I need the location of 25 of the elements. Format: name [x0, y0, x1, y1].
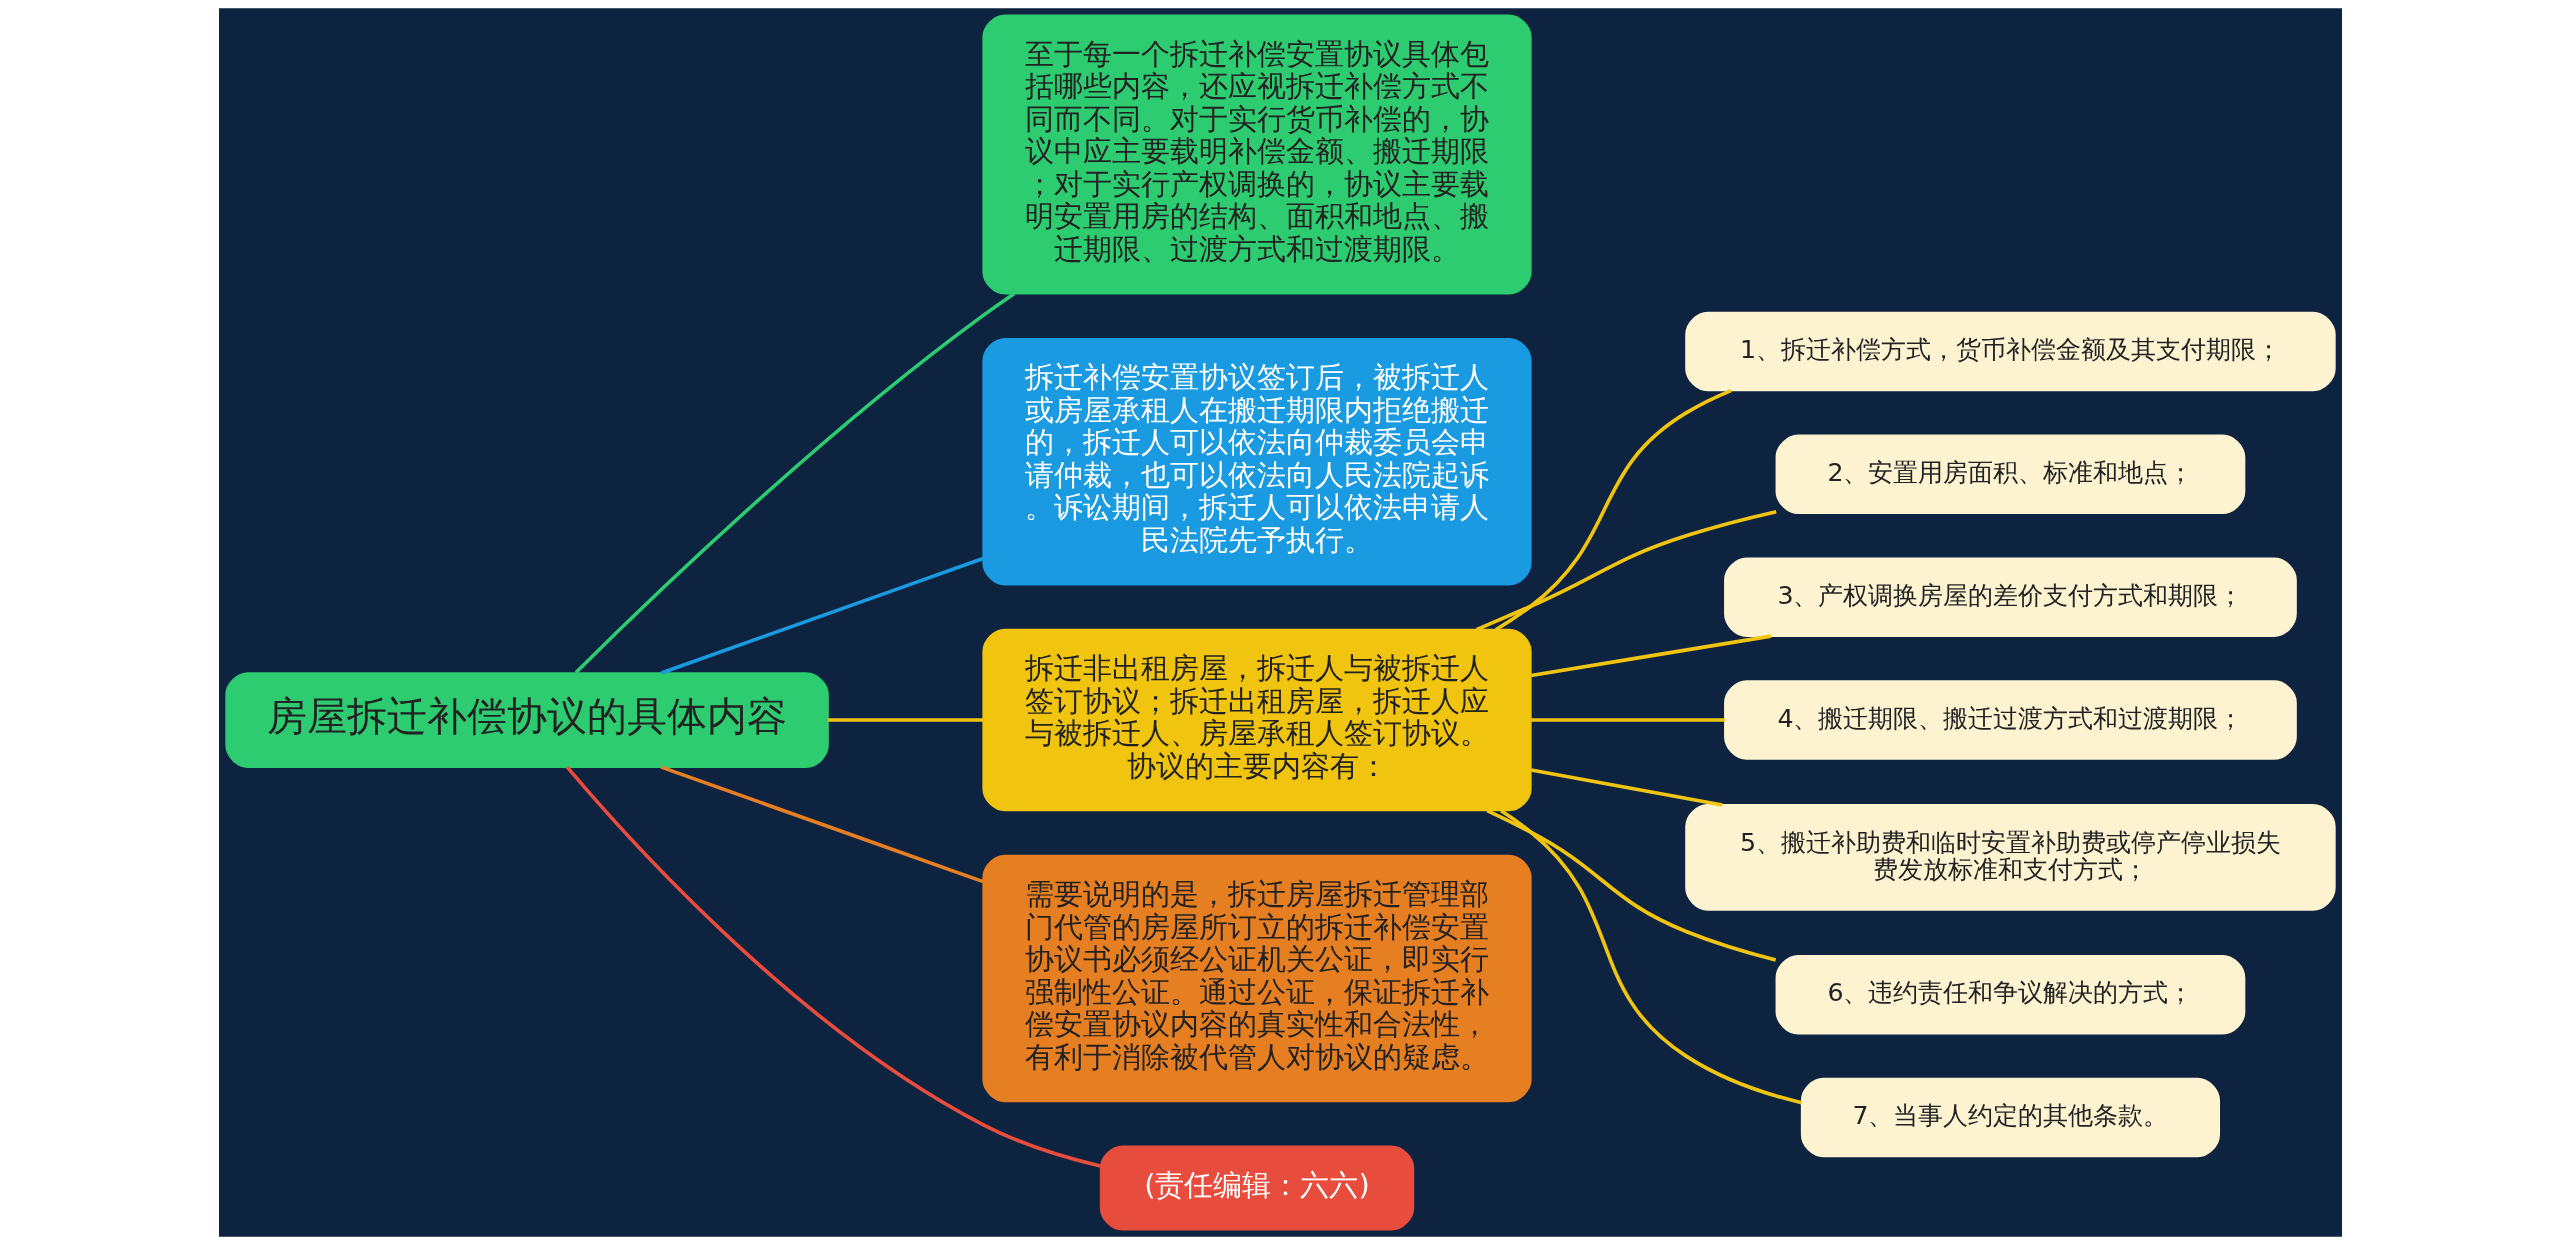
node-box: 1、拆迁补偿方式，货币补偿金额及其支付期限； [1684, 311, 2336, 392]
connector [1530, 634, 1771, 678]
connector [1530, 718, 1725, 722]
connector [660, 765, 984, 884]
connector [565, 765, 1101, 1168]
connector [660, 556, 984, 675]
connector [1485, 809, 1776, 962]
node-box: 6、违约责任和争议解决的方式； [1775, 954, 2245, 1035]
node-box: 拆迁非出租房屋，拆迁人与被拆迁人签订协议；拆迁出租房屋，拆迁人应与被拆迁人、房屋承租人签订协议。协议的主要内容有： [981, 628, 1532, 812]
connector [1494, 389, 1732, 632]
node-box: 5、搬迁补助费和临时安置补助费或停产停业损失费发放标准和支付方式； [1684, 804, 2336, 911]
connector [1475, 510, 1777, 632]
connector [1530, 768, 1723, 807]
node-box: 2、安置用房面积、标准和地点； [1775, 434, 2245, 515]
connector [827, 718, 983, 722]
node-box: 7、当事人约定的其他条款。 [1800, 1077, 2220, 1158]
node-box: 3、产权调换房屋的差价支付方式和期限； [1723, 557, 2297, 637]
connector [1499, 809, 1802, 1105]
node-box: 至于每一个拆迁补偿安置协议具体包括哪些内容，还应视拆迁补偿方式不同而不同。对于实行货币补偿的，协议中应主要载明补偿金额、搬迁期限；对于实行产权调换的，协议主要载明安置用房的结构、面积和地点、搬迁期限、过渡方式和过渡期限。 [981, 14, 1532, 295]
node-box: 拆迁补偿安置协议签订后，被拆迁人或房屋承租人在搬迁期限内拒绝搬迁的，拆迁人可以依法向仲裁委员会申请仲裁，也可以依法向人民法院起诉。诉讼期间，拆迁人可以依法申请人民法院先予执行。 [981, 337, 1532, 586]
node-box: 房屋拆迁补偿协议的具体内容 [224, 672, 829, 768]
node-box: 需要说明的是，拆迁房屋拆迁管理部门代管的房屋所订立的拆迁补偿安置协议书必须经公证机关公证，即实行强制性公证。通过公证，保证拆迁补偿安置协议内容的真实性和合法性，有利于消除被代管人对协议的疑虑。 [981, 854, 1532, 1103]
connector [574, 292, 1015, 674]
node-box: (责任编辑：六六) [1099, 1145, 1414, 1231]
node-box: 4、搬迁期限、搬迁过渡方式和过渡期限； [1723, 680, 2297, 760]
